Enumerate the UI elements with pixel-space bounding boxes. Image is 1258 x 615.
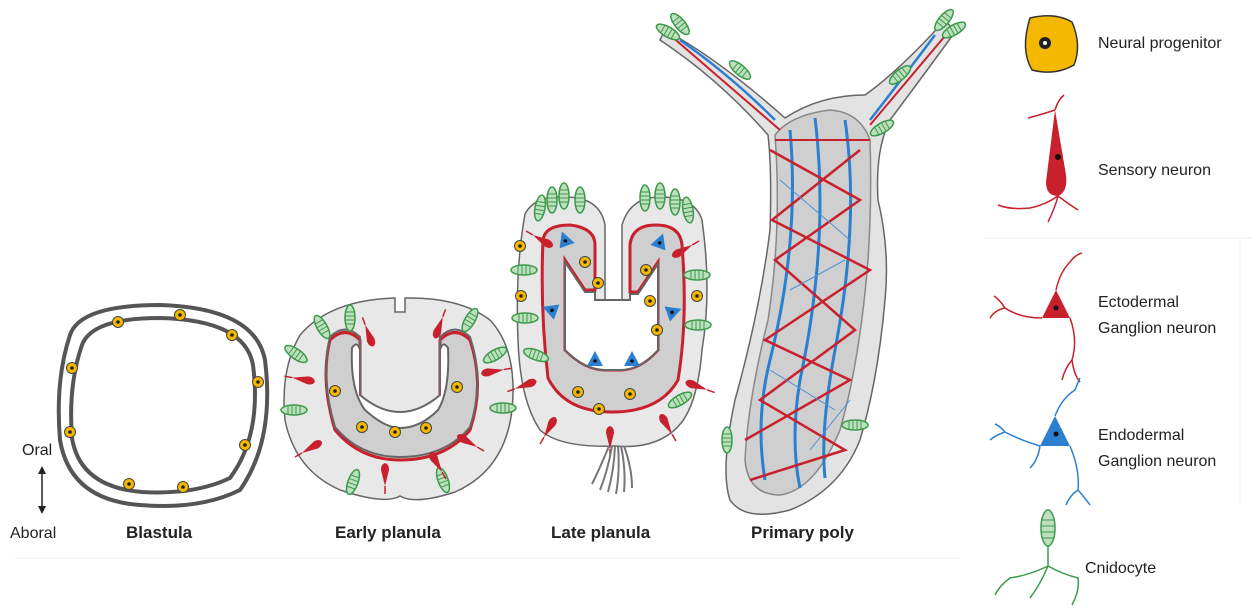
legend-item-neural-progenitor: Neural progenitor bbox=[1025, 16, 1222, 72]
legend-label-line2: Ganglion neuron bbox=[1098, 320, 1216, 337]
endodermal-ganglion-neuron-icon bbox=[990, 378, 1090, 505]
stage-label-late-planula: Late planula bbox=[551, 523, 651, 542]
neural-progenitor-icon bbox=[1025, 16, 1077, 72]
oral-aboral-axis: Oral Aboral bbox=[10, 442, 56, 542]
legend-label: Cnidocyte bbox=[1085, 560, 1156, 577]
arrow-up-icon bbox=[38, 466, 46, 474]
legend-item-ectodermal-ganglion-neuron: Ectodermal Ganglion neuron bbox=[990, 253, 1216, 382]
legend-label-line2: Ganglion neuron bbox=[1098, 453, 1216, 470]
legend: Neural progenitor Sensory neuron Ectoder… bbox=[985, 16, 1252, 605]
legend-item-endodermal-ganglion-neuron: Endodermal Ganglion neuron bbox=[990, 378, 1216, 505]
legend-label: Sensory neuron bbox=[1098, 162, 1211, 179]
legend-item-cnidocyte: Cnidocyte bbox=[995, 510, 1156, 605]
nucleolus bbox=[1043, 41, 1047, 45]
stage-label-primary-polyp: Primary poly bbox=[751, 523, 855, 542]
stage-label-early-planula: Early planula bbox=[335, 523, 441, 542]
late-planula-diagram bbox=[506, 183, 716, 494]
blastula-diagram bbox=[59, 305, 267, 506]
cnidocyte-icon bbox=[995, 510, 1078, 605]
early-planula-diagram bbox=[281, 298, 516, 500]
ectodermal-ganglion-neuron-icon bbox=[990, 253, 1082, 382]
stage-label-blastula: Blastula bbox=[126, 523, 193, 542]
legend-label-line1: Ectodermal bbox=[1098, 294, 1179, 311]
aboral-label: Aboral bbox=[10, 525, 56, 542]
arrow-down-icon bbox=[38, 506, 46, 514]
oral-label: Oral bbox=[22, 442, 52, 459]
sensory-neuron-icon bbox=[998, 95, 1078, 222]
legend-label-line1: Endodermal bbox=[1098, 427, 1184, 444]
legend-label: Neural progenitor bbox=[1098, 35, 1222, 52]
legend-item-sensory-neuron: Sensory neuron bbox=[998, 95, 1211, 222]
